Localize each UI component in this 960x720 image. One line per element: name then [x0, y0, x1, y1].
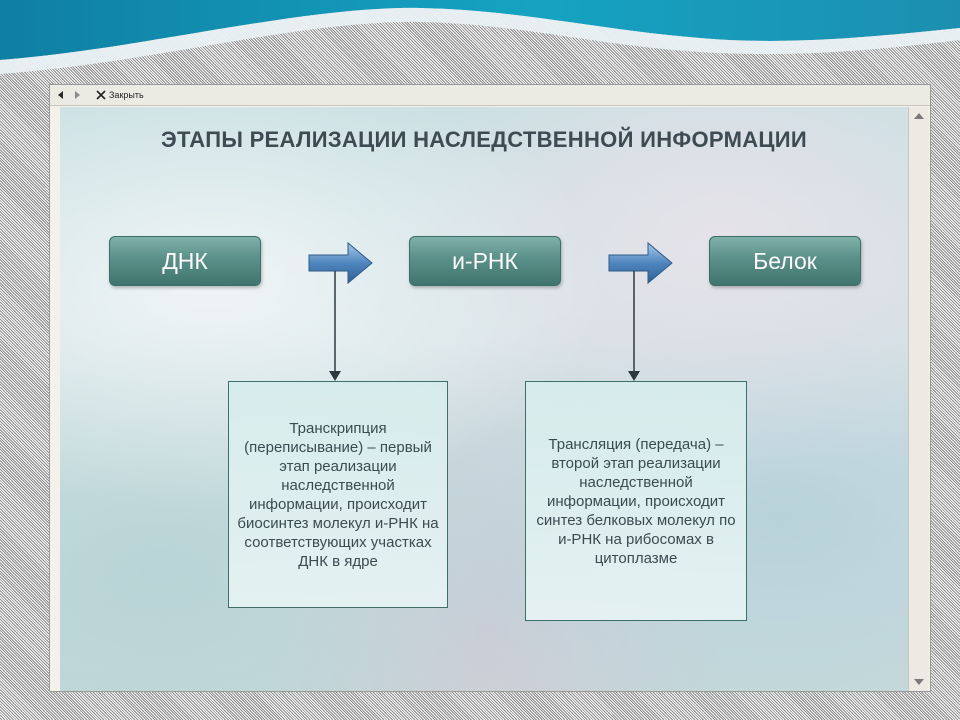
vertical-scrollbar[interactable] [908, 107, 929, 691]
close-x-icon [96, 90, 106, 100]
translation-text: Трансляция (передача) – второй этап реал… [536, 435, 736, 567]
translation-description: Трансляция (передача) – второй этап реал… [525, 381, 747, 621]
back-button[interactable] [56, 90, 66, 100]
scroll-up-icon[interactable] [914, 113, 924, 119]
close-button-label: Закрыть [109, 90, 144, 100]
slide-content: ЭТАПЫ РЕАЛИЗАЦИИ НАСЛЕДСТВЕННОЙ ИНФОРМАЦ… [60, 107, 908, 691]
flow-connectors [308, 241, 673, 381]
arrow-left-icon [58, 91, 63, 99]
forward-button[interactable] [72, 90, 82, 100]
transcription-description: Транскрипция (переписывание) – первый эт… [228, 381, 448, 608]
arrow-right-icon [75, 91, 80, 99]
flow-arrow-1 [308, 241, 373, 285]
header-wave-decoration [0, 0, 960, 74]
browser-toolbar: Закрыть [50, 85, 930, 106]
connector-arrowhead-2 [628, 371, 640, 381]
browser-window: Закрыть ЭТАПЫ РЕАЛИЗАЦИИ НАСЛЕДСТВЕННОЙ … [49, 84, 931, 692]
stage-protein: Белок [709, 236, 861, 286]
slide-title: ЭТАПЫ РЕАЛИЗАЦИИ НАСЛЕДСТВЕННОЙ ИНФОРМАЦ… [161, 127, 807, 152]
connector-arrowhead-1 [329, 371, 341, 381]
stage-mrna: и-РНК [409, 236, 561, 286]
close-button[interactable]: Закрыть [96, 90, 144, 100]
stage-dna: ДНК [109, 236, 261, 286]
transcription-text: Транскрипция (переписывание) – первый эт… [237, 419, 439, 570]
flow-arrow-2 [608, 241, 673, 285]
scroll-down-icon[interactable] [914, 679, 924, 685]
